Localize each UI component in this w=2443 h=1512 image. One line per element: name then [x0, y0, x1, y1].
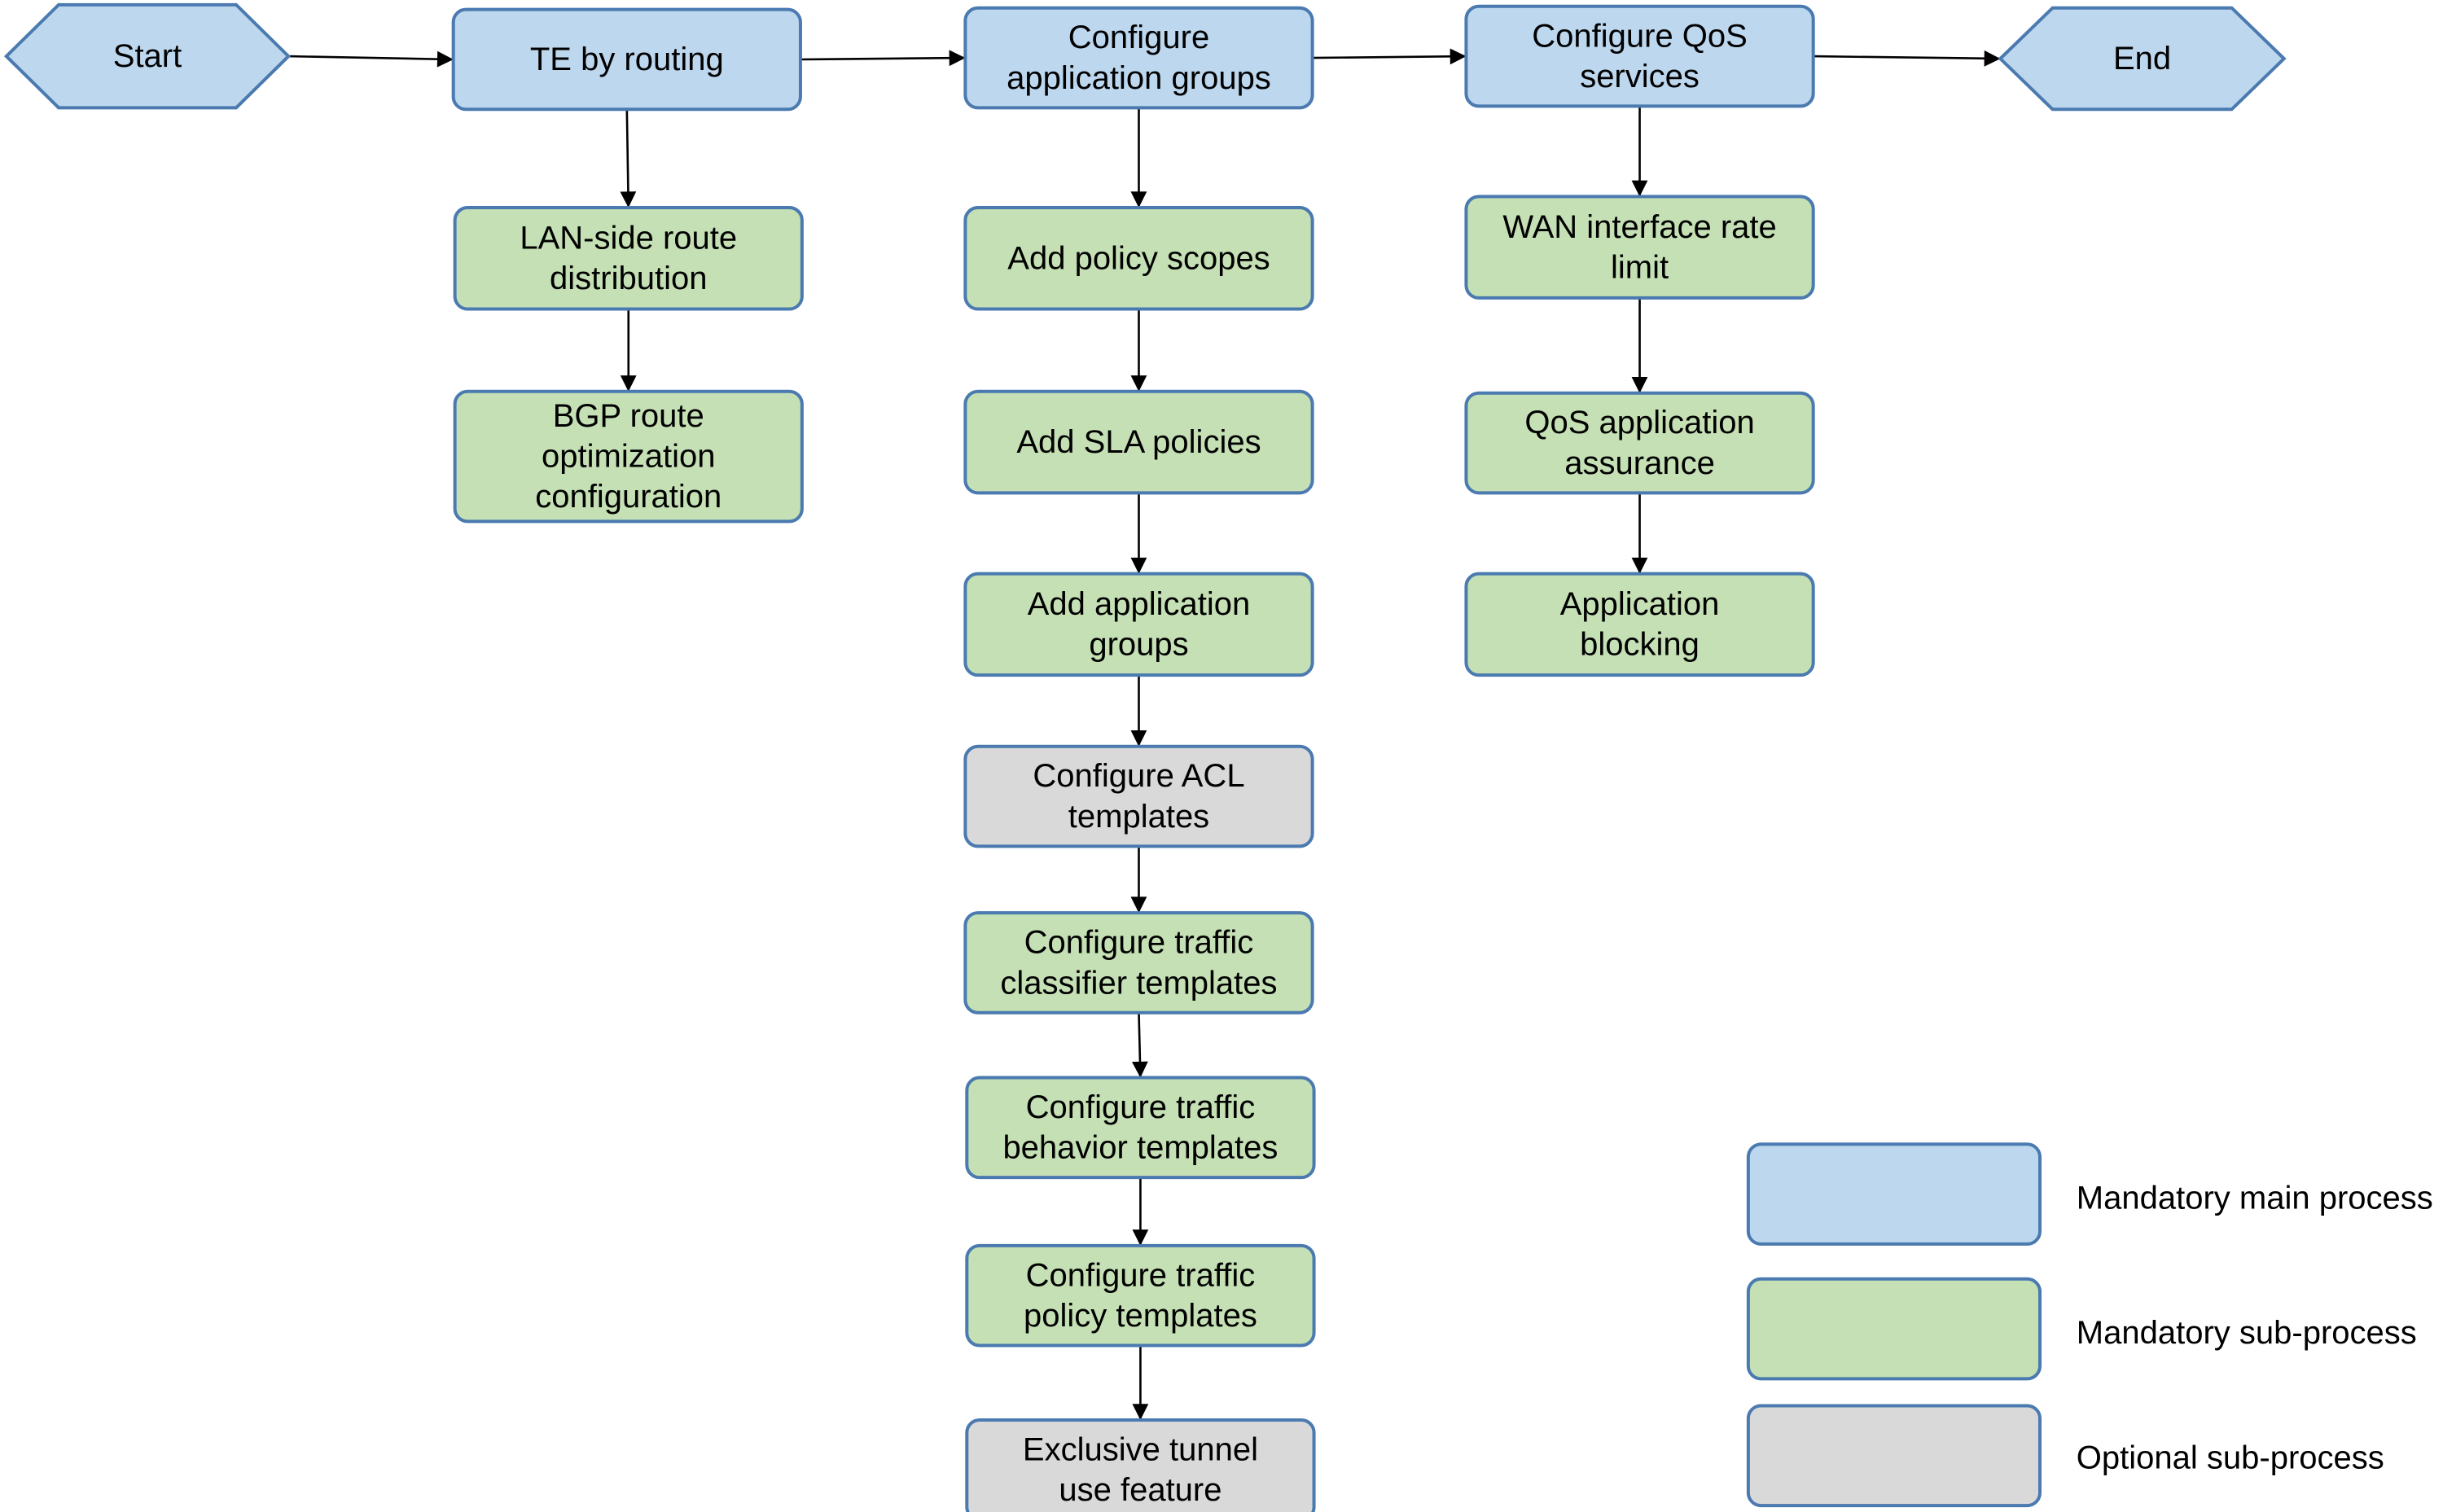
node-box: [3, 2, 292, 110]
node-label-line: Configure: [1068, 20, 1209, 55]
arrow-traffic-classifier-to-traffic-behavior: [1132, 1012, 1148, 1078]
node-add-policy-scopes: Add policy scopes: [963, 205, 1314, 311]
node-label-line: groups: [1089, 627, 1188, 663]
legend-item-optional-sub: Optional sub-process: [1746, 1404, 2384, 1508]
node-label-line: LAN-side route: [520, 220, 737, 256]
node-box: [1464, 4, 1815, 108]
node-label-line: Configure traffic: [1026, 1257, 1256, 1293]
node-box: [1464, 391, 1815, 495]
node-label-line: End: [2113, 41, 2171, 77]
node-label-line: configuration: [535, 479, 721, 515]
node-label-line: QoS application: [1524, 405, 1754, 440]
node-box: [963, 205, 1314, 311]
node-box: [963, 911, 1314, 1015]
node-traffic-policy: Configure traffic policy templates: [965, 1243, 1316, 1348]
node-label-line: services: [1580, 59, 1700, 94]
node-config-qos: Configure QoS services: [1464, 4, 1815, 108]
node-label-line: limit: [1611, 249, 1669, 285]
node-label-line: Add SLA policies: [1016, 424, 1261, 460]
node-box: [963, 572, 1314, 677]
node-add-sla: Add SLA policies: [963, 389, 1314, 495]
node-box: [963, 389, 1314, 495]
node-box: [1464, 195, 1815, 300]
arrow-config-app-groups-to-config-qos: [1312, 48, 1467, 65]
legend-swatch: [1746, 1142, 2042, 1246]
legend-swatch: [1746, 1277, 2042, 1381]
node-label-line: optimization: [542, 439, 715, 475]
node-label-line: TE by routing: [530, 42, 724, 77]
node-label-line: Add policy scopes: [1007, 240, 1270, 276]
legend-item-mandatory-sub: Mandatory sub-process: [1746, 1277, 2417, 1381]
node-label-line: application groups: [1007, 60, 1271, 96]
node-label-line: behavior templates: [1002, 1130, 1278, 1166]
legend-label: Optional sub-process: [2077, 1440, 2384, 1476]
node-label-line: distribution: [550, 261, 707, 296]
node-lan-route: LAN-side route distribution: [453, 205, 804, 311]
node-label-line: Application: [1560, 586, 1720, 622]
node-label-line: Configure traffic: [1024, 925, 1254, 961]
legend-label: Mandatory main process: [2077, 1180, 2433, 1216]
node-box: [965, 1243, 1316, 1348]
node-label-line: blocking: [1580, 627, 1700, 663]
node-box: [963, 6, 1314, 110]
node-exclusive-tunnel: Exclusive tunnel use feature: [965, 1418, 1316, 1512]
node-label-line: Start: [113, 38, 182, 74]
node-box: [1998, 6, 2287, 112]
node-label-line: Configure traffic: [1026, 1089, 1256, 1125]
node-app-blocking: Application blocking: [1464, 572, 1815, 677]
edges-layer: [288, 48, 2001, 1421]
legend-swatch: [1746, 1404, 2042, 1508]
node-add-app-groups: Add application groups: [963, 572, 1314, 677]
node-label-line: Add application: [1028, 586, 1251, 622]
legend-item-mandatory-main: Mandatory main process: [1746, 1142, 2433, 1246]
node-traffic-classifier: Configure traffic classifier templates: [963, 911, 1314, 1015]
node-config-app-groups: Configure application groups: [963, 6, 1314, 110]
node-label-line: Exclusive tunnel: [1023, 1431, 1258, 1467]
node-box: [965, 1418, 1316, 1512]
arrow-te-routing-to-lan-route: [620, 109, 637, 208]
node-te-routing: TE by routing: [451, 7, 802, 112]
node-label-line: use feature: [1059, 1472, 1222, 1508]
node-box: [1464, 572, 1815, 677]
node-label-line: Configure ACL: [1033, 758, 1244, 794]
node-end: End: [1998, 6, 2287, 112]
node-label-line: assurance: [1564, 445, 1715, 481]
arrow-te-routing-to-config-app-groups: [800, 50, 966, 67]
node-box: [965, 1076, 1316, 1180]
node-qos-assurance: QoS application assurance: [1464, 391, 1815, 495]
node-config-acl: Configure ACL templates: [963, 744, 1314, 848]
arrow-config-qos-to-end: [1813, 50, 2001, 67]
node-box: [453, 205, 804, 311]
node-traffic-behavior: Configure traffic behavior templates: [965, 1076, 1316, 1180]
node-box: [963, 744, 1314, 848]
node-start: Start: [3, 2, 292, 110]
legend-label: Mandatory sub-process: [2077, 1315, 2417, 1351]
node-label-line: Configure QoS: [1532, 18, 1748, 54]
node-label-line: BGP route: [553, 398, 704, 434]
node-label-line: templates: [1068, 799, 1209, 835]
node-bgp-route: BGP route optimization configuration: [453, 389, 804, 524]
node-box: [453, 389, 804, 524]
nodes-layer: Start TE by routing Configure application g…: [3, 2, 2287, 1512]
node-wan-rate: WAN interface rate limit: [1464, 195, 1815, 300]
node-label-line: policy templates: [1024, 1298, 1257, 1334]
node-label-line: WAN interface rate: [1502, 209, 1776, 245]
node-label-line: classifier templates: [1000, 965, 1277, 1001]
node-box: [451, 7, 802, 112]
arrow-start-to-te-routing: [288, 50, 454, 68]
